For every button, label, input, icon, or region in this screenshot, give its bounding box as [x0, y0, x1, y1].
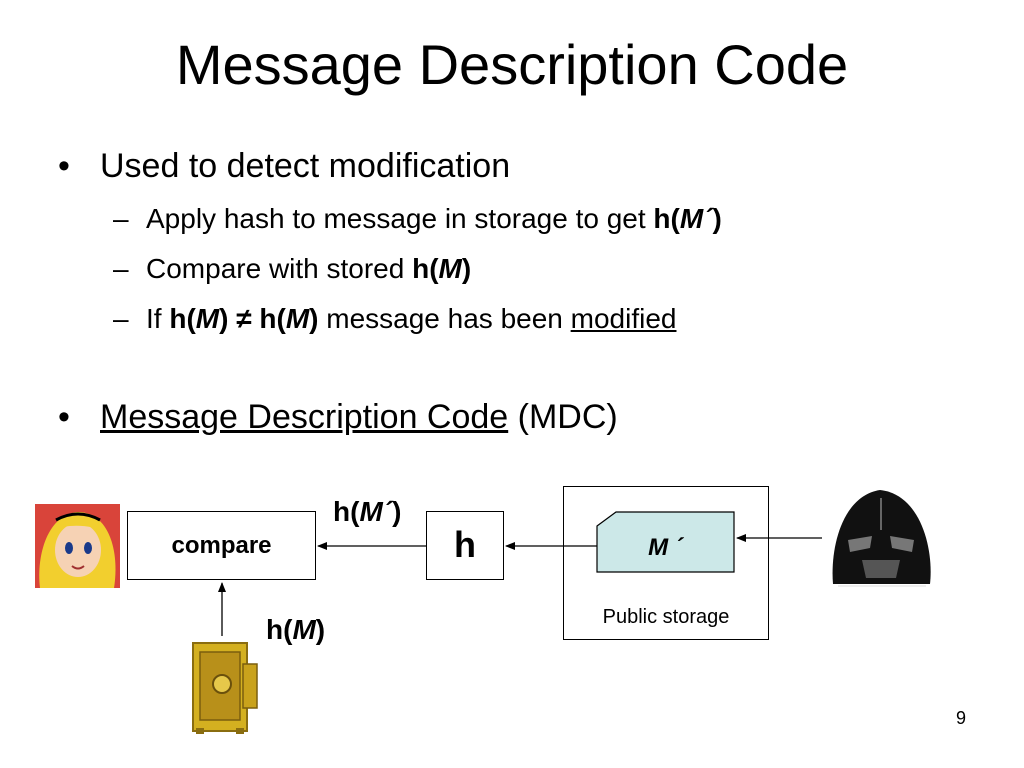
hash-expr: h(M) — [259, 303, 319, 334]
dash: – — [113, 253, 129, 284]
sub-bullet-text: Compare with stored — [146, 253, 413, 284]
dash: – — [113, 303, 129, 334]
hash-expr: h(M´) — [653, 203, 722, 234]
mdc-link[interactable]: Message Description Code — [100, 398, 509, 436]
hash-function-label: h — [454, 524, 476, 565]
sub-bullet-apply-hash: – Apply hash to message in storage to ge… — [113, 202, 722, 236]
bullet-mdc: • Message Description Code (MDC) — [58, 397, 618, 437]
bullet-dot: • — [58, 398, 70, 436]
message-document-shape — [596, 511, 735, 573]
modified-message-label: M ´ — [648, 534, 683, 561]
stored-message-hash-label: h(M´) — [333, 496, 402, 527]
sub-bullet-text: message has been — [318, 303, 571, 334]
modified-link[interactable]: modified — [570, 303, 677, 334]
compare-box — [127, 511, 316, 580]
hash-expr: h(M) — [412, 253, 472, 284]
if-text: If — [146, 303, 170, 334]
vader-picture — [832, 490, 931, 587]
dash: – — [113, 203, 129, 234]
compare-label: compare — [171, 532, 272, 559]
hash-function-box — [426, 511, 504, 580]
page-number: 9 — [955, 708, 966, 728]
original-hash-label: h(M) — [266, 614, 326, 645]
not-equal-sign: ≠ — [236, 303, 252, 334]
alice-picture — [35, 504, 120, 588]
slide-title: Message Description Code — [175, 33, 849, 96]
hash-expr: h(M) — [169, 303, 229, 334]
sub-bullet-if-modified: – If h(M) ≠ h(M) message has been modifi… — [113, 302, 677, 336]
sub-bullet-text: Apply hash to message in storage to get — [146, 203, 654, 234]
safe-picture — [192, 642, 258, 734]
bullet-dot: • — [58, 147, 70, 185]
mdc-abbrev: (MDC) — [508, 398, 618, 436]
bullet-detect-modification: • Used to detect modification — [58, 146, 511, 186]
bullet-text: Used to detect modification — [100, 147, 511, 185]
sub-bullet-compare: – Compare with stored h(M) — [113, 252, 472, 286]
public-storage-label: Public storage — [602, 606, 730, 628]
